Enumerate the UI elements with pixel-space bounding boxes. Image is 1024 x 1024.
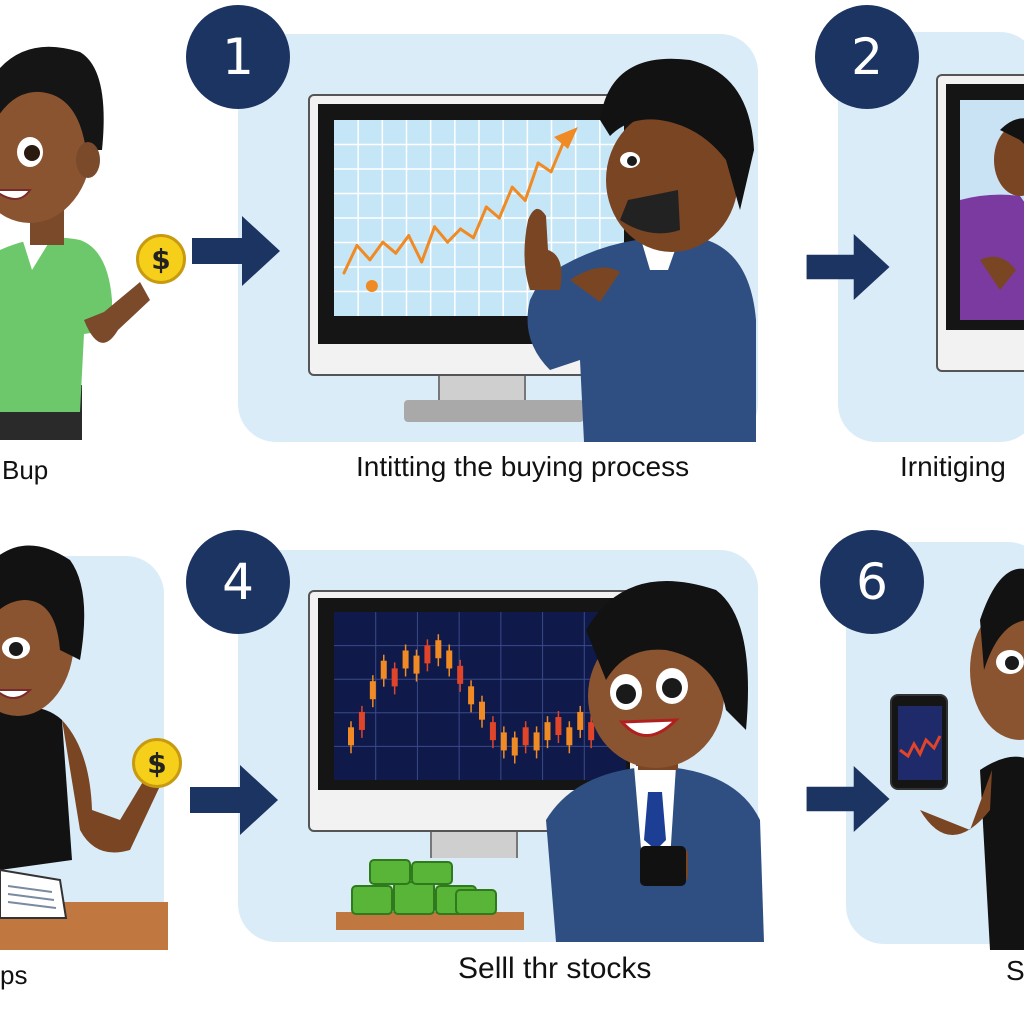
candle-body: [577, 711, 584, 730]
candle-body: [348, 727, 354, 746]
line-marker: [365, 280, 378, 292]
line-segment: [497, 185, 514, 220]
candle-body: [435, 640, 442, 659]
candle-body: [544, 722, 551, 741]
candle-body: [522, 727, 529, 746]
person-woman-left: [0, 545, 168, 950]
candle-body: [391, 668, 398, 687]
coin-icon: $: [136, 234, 186, 284]
candle-body: [555, 717, 562, 736]
line-segment: [510, 185, 527, 202]
right-arrow-icon: [806, 234, 890, 300]
person-woman-phone: [920, 568, 1024, 950]
line-segment: [407, 234, 424, 264]
line-chart: [334, 120, 624, 316]
monitor-neck-4: [430, 832, 518, 858]
step-caption-1: Intitting the buying process: [356, 451, 690, 482]
step-badge-2: 2: [815, 5, 919, 109]
candle-body: [413, 655, 420, 674]
coin-symbol: $: [151, 242, 171, 276]
line-segment: [394, 234, 411, 255]
monitor-stand-1: [404, 400, 584, 422]
step-caption-4: Selll thr stocks: [458, 952, 652, 985]
monitor-neck-1: [438, 376, 526, 402]
candle-body: [380, 660, 387, 679]
right-arrow-icon: [192, 216, 280, 286]
candle-body: [500, 732, 507, 751]
cash-stacks-icon: [351, 859, 497, 915]
line-segment: [446, 227, 462, 244]
line-segment: [433, 225, 450, 244]
line-segment: [355, 244, 372, 262]
candle-body: [369, 681, 376, 700]
line-arrowhead: [554, 127, 578, 149]
phone-chart: [898, 706, 942, 780]
line-segment: [523, 161, 540, 202]
right-arrow-icon: [190, 765, 278, 835]
right-arrow-icon: [806, 766, 890, 832]
candle-body: [588, 722, 595, 741]
candle-body: [402, 650, 409, 669]
coin-icon: $: [132, 738, 182, 788]
person-man-pointing: [524, 58, 756, 442]
line-segment: [484, 205, 501, 220]
candle-body: [479, 701, 485, 720]
chart-background: [334, 612, 626, 780]
line-segment: [536, 161, 553, 174]
candle-body: [446, 650, 453, 669]
coin-symbol: $: [147, 746, 167, 780]
left-caption-bottom: ps: [0, 960, 28, 990]
candle-body: [489, 722, 496, 741]
candle-body: [424, 645, 431, 664]
candle-body: [468, 686, 475, 705]
step-badge-1: 1: [186, 5, 290, 109]
candle-body: [511, 737, 518, 756]
candle-body: [358, 711, 365, 730]
candle-body: [457, 665, 464, 684]
line-segment: [471, 205, 488, 240]
line-segment: [458, 227, 475, 240]
line-segment: [549, 139, 566, 174]
person-woman-suit: [546, 581, 764, 942]
person-green-shirt: [0, 46, 150, 440]
line-segment: [381, 240, 398, 255]
candle-body: [566, 727, 573, 746]
candle-body: [533, 732, 540, 751]
candlestick-chart: [334, 612, 626, 780]
person-on-screen: [960, 100, 1024, 320]
line-segment: [420, 225, 437, 264]
step-badge-4: 4: [186, 530, 290, 634]
step-caption-6: S: [1006, 955, 1024, 986]
smartphone-icon: [640, 846, 686, 886]
line-segment: [342, 244, 359, 275]
smartphone-icon: [890, 694, 948, 790]
step-badge-6: 6: [820, 530, 924, 634]
book-icon: [0, 868, 68, 919]
desk-shelf: [336, 912, 524, 930]
line-segment: [368, 240, 385, 262]
left-caption-top: Bup: [2, 455, 49, 485]
step-caption-2: Irnitiging: [900, 451, 1006, 482]
